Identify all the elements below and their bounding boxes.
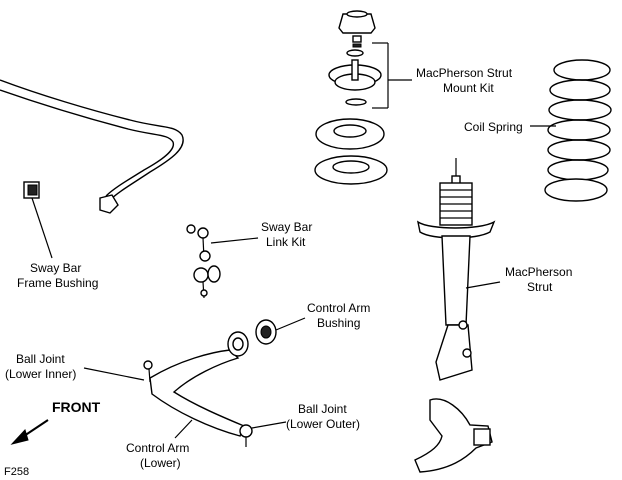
- steering-knuckle: [414, 398, 493, 473]
- figure-code: F258: [4, 466, 29, 478]
- label-ball-joint-lower-outer-line1: Ball Joint: [298, 402, 347, 416]
- label-sway-bar-link-kit-line2: Link Kit: [266, 235, 306, 249]
- label-coil-spring: Coil Spring: [464, 120, 523, 134]
- label-macpherson-strut-line2: Strut: [527, 280, 553, 294]
- sway-bar-frame-bushing: [23, 181, 40, 199]
- front-arrow: [10, 419, 49, 445]
- control-arm-bushing: [227, 319, 277, 357]
- sway-bar-link-kit: [186, 224, 221, 299]
- label-control-arm-bushing-line1: Control Arm: [307, 301, 370, 315]
- coil-spring: [544, 59, 612, 202]
- label-control-arm-lower-line1: Control Arm: [126, 441, 189, 455]
- leader-lines: [31, 42, 556, 439]
- macpherson-strut: [416, 158, 496, 381]
- label-front: FRONT: [52, 399, 101, 415]
- sway-bar: [0, 79, 184, 214]
- label-ball-joint-lower-outer-line2: (Lower Outer): [286, 417, 360, 431]
- control-arm-lower: [143, 349, 253, 447]
- label-sway-bar-frame-bushing-line2: Frame Bushing: [17, 276, 98, 290]
- label-ball-joint-lower-inner-line2: (Lower Inner): [5, 367, 76, 381]
- label-strut-mount-kit-line1: MacPherson Strut: [416, 66, 513, 80]
- label-strut-mount-kit-line2: Mount Kit: [443, 81, 494, 95]
- label-sway-bar-link-kit-line1: Sway Bar: [261, 220, 312, 234]
- label-ball-joint-lower-inner-line1: Ball Joint: [16, 352, 65, 366]
- strut-mount-kit: [314, 10, 388, 185]
- label-control-arm-bushing-line2: Bushing: [317, 316, 360, 330]
- label-sway-bar-frame-bushing-line1: Sway Bar: [30, 261, 81, 275]
- label-control-arm-lower-line2: (Lower): [140, 456, 181, 470]
- label-macpherson-strut-line1: MacPherson: [505, 265, 572, 279]
